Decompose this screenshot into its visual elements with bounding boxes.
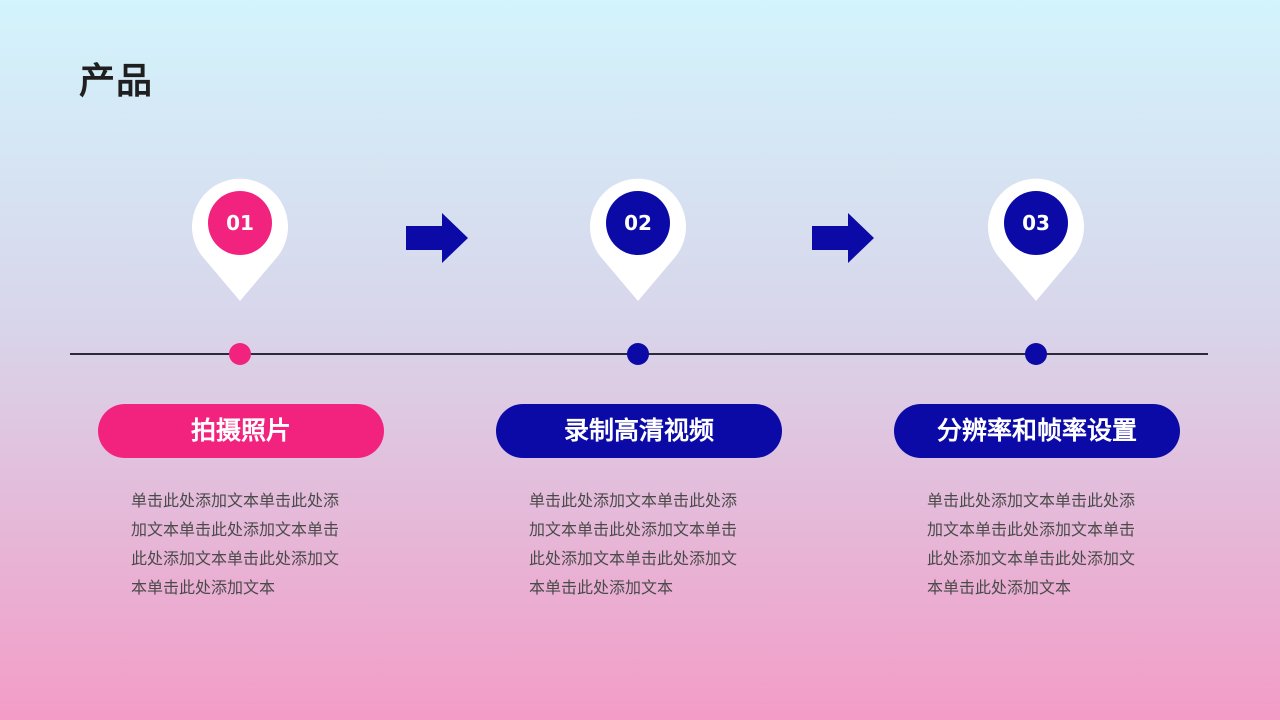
step-label-pill: 分辨率和帧率设置 [894, 404, 1180, 458]
step-1: 01 拍摄照片 单击此处添加文本单击此处添加文本单击此处添加文本单击此处添加文本… [90, 0, 390, 720]
step-description: 单击此处添加文本单击此处添加文本单击此处添加文本单击此处添加文本单击此处添加文本… [131, 491, 340, 597]
step-description: 单击此处添加文本单击此处添加文本单击此处添加文本单击此处添加文本单击此处添加文本… [927, 491, 1136, 597]
step-number-badge: 03 [1004, 191, 1068, 255]
step-3: 03 分辨率和帧率设置 单击此处添加文本单击此处添加文本单击此处添加文本单击此处… [886, 0, 1186, 720]
page-title: 产品 [79, 61, 154, 102]
location-pin-icon: 02 [578, 175, 698, 305]
step-2: 02 录制高清视频 单击此处添加文本单击此处添加文本单击此处添加文本单击此处添加… [488, 0, 788, 720]
step-number-badge: 01 [208, 191, 272, 255]
step-label-pill: 拍摄照片 [98, 404, 384, 458]
step-number: 01 [226, 211, 254, 235]
timeline-dot [627, 343, 649, 365]
right-arrow-icon [812, 213, 874, 263]
timeline-dot [1025, 343, 1047, 365]
right-arrow-icon [406, 213, 468, 263]
step-label-pill: 录制高清视频 [496, 404, 782, 458]
step-number-badge: 02 [606, 191, 670, 255]
location-pin-icon: 01 [180, 175, 300, 305]
step-number: 03 [1022, 211, 1050, 235]
step-description: 单击此处添加文本单击此处添加文本单击此处添加文本单击此处添加文本单击此处添加文本… [529, 491, 738, 597]
timeline-dot [229, 343, 251, 365]
location-pin-icon: 03 [976, 175, 1096, 305]
step-number: 02 [624, 211, 652, 235]
